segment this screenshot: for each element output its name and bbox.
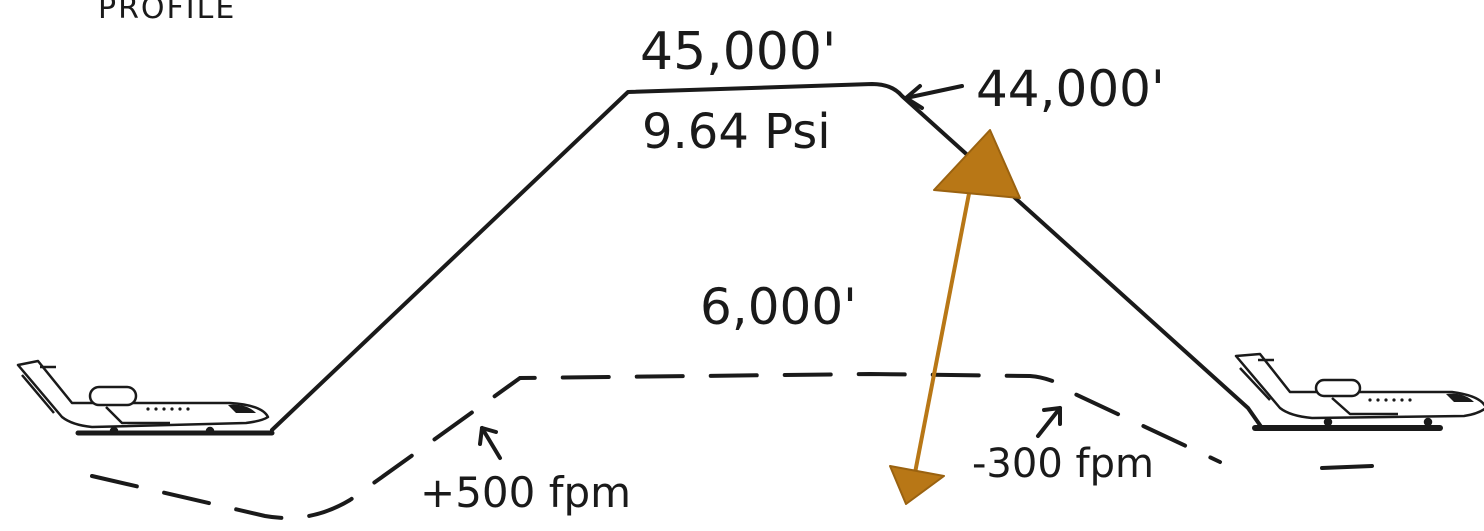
descent-rate-label: -300 fpm [972,441,1154,487]
cabin-altitude-profile-line [90,371,1222,520]
cabin-altitude-dash-end [1320,464,1374,470]
cruise-pressure-label: 9.64 Psi [642,104,831,160]
climb-rate-pointer-arrow [478,426,502,460]
down-arrowhead-icon [889,465,945,505]
arrival-airplane-icon [1234,352,1484,427]
descent-rate-pointer-arrow [1036,406,1062,438]
cruise-altitude-label: 45,000' [640,22,837,82]
departure-airplane-icon [16,359,270,436]
descent-altitude-label: 44,000' [976,60,1165,118]
up-arrowhead-icon [933,129,1021,199]
climb-rate-label: +500 fpm [420,468,632,517]
differential-arrow-shaft [912,177,974,479]
cabin-altitude-label: 6,000' [700,278,857,336]
descent-altitude-pointer-arrow [904,84,964,110]
diagram-title: Profile [98,0,237,26]
flight-profile-line [270,82,1264,432]
